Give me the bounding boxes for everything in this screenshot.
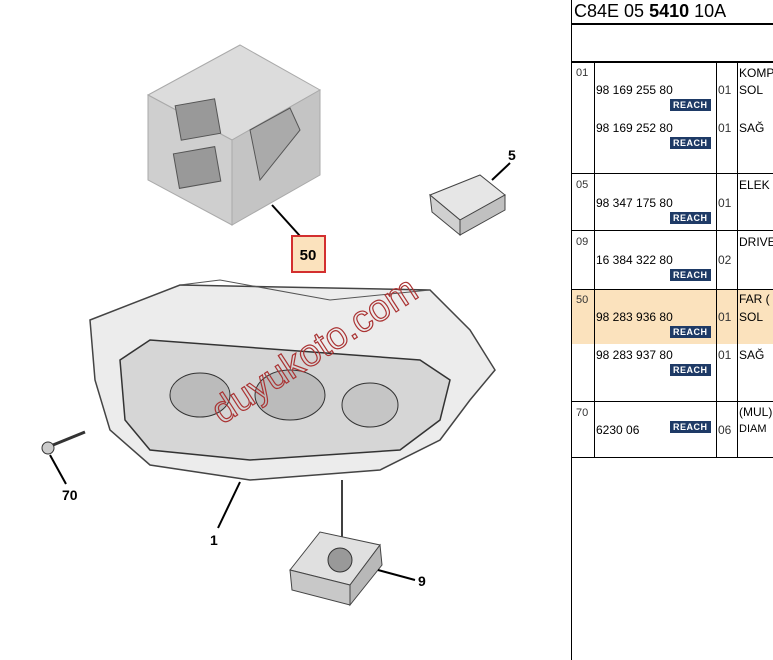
part-number: 98 169 252 80 [596, 121, 673, 135]
bracket-kit-cube [146, 44, 322, 226]
svg-text:50: 50 [300, 247, 317, 264]
catalog-code: C84E 05 5410 10A [574, 1, 727, 21]
reach-badge: REACH [670, 364, 711, 376]
reach-badge: REACH [670, 212, 711, 224]
callout-5[interactable]: 5 [508, 147, 516, 163]
panel-divider [571, 0, 572, 660]
parts-table-panel: C84E 05 5410 10A 01 KOMP 98 169 255 80 0… [572, 0, 773, 660]
reach-badge: REACH [670, 99, 711, 111]
part-number: 98 169 255 80 [596, 83, 673, 97]
callout-1[interactable]: 1 [210, 532, 218, 548]
driver-module-9 [289, 531, 383, 607]
callout-9[interactable]: 9 [418, 573, 426, 589]
control-module-5 [429, 174, 506, 237]
part-number: 6230 06 [596, 423, 640, 437]
callout-70[interactable]: 70 [62, 487, 78, 503]
reach-badge: REACH [670, 269, 711, 281]
part-number: 98 347 175 80 [596, 196, 673, 210]
headlamp-assembly [89, 279, 496, 481]
part-number: 98 283 937 80 [596, 348, 673, 362]
part-number: 16 384 322 80 [596, 253, 673, 267]
parts-diagram: 50 5 1 70 9 duyukoto.com [41, 44, 516, 607]
reach-badge: REACH [670, 421, 711, 433]
reach-badge: REACH [670, 326, 711, 338]
callout-50[interactable]: 50 [291, 235, 326, 273]
part-number: 98 283 936 80 [596, 310, 673, 324]
reach-badge: REACH [670, 137, 711, 149]
screw-70 [41, 430, 86, 455]
